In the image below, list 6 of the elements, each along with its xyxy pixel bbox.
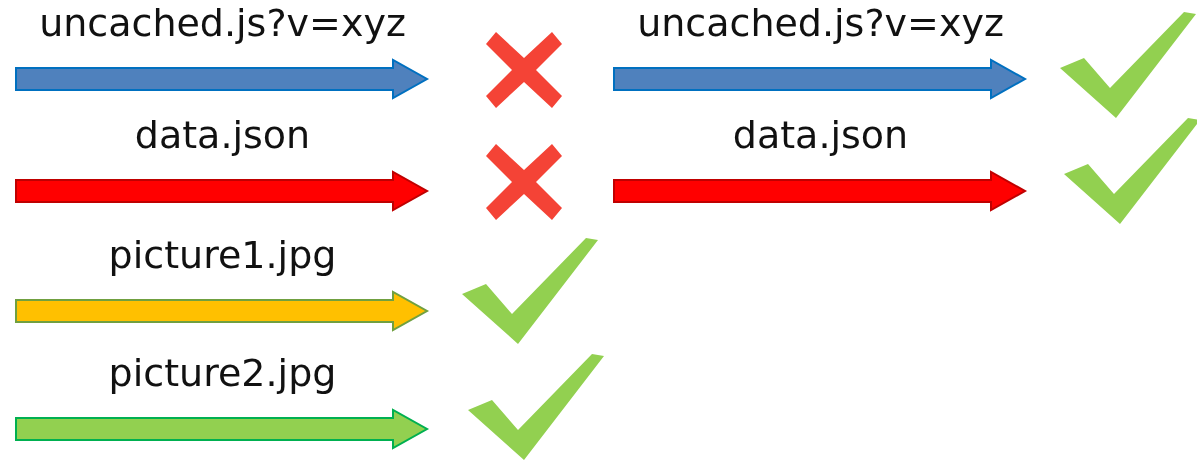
- file-name: picture1.jpg: [107, 232, 338, 278]
- file-name: data.json: [731, 112, 910, 158]
- file-name: uncached.js?v=xyz: [38, 0, 407, 46]
- file-name: picture2.jpg: [107, 350, 338, 396]
- file-name: uncached.js?v=xyz: [636, 0, 1005, 46]
- file-name: data.json: [133, 112, 312, 158]
